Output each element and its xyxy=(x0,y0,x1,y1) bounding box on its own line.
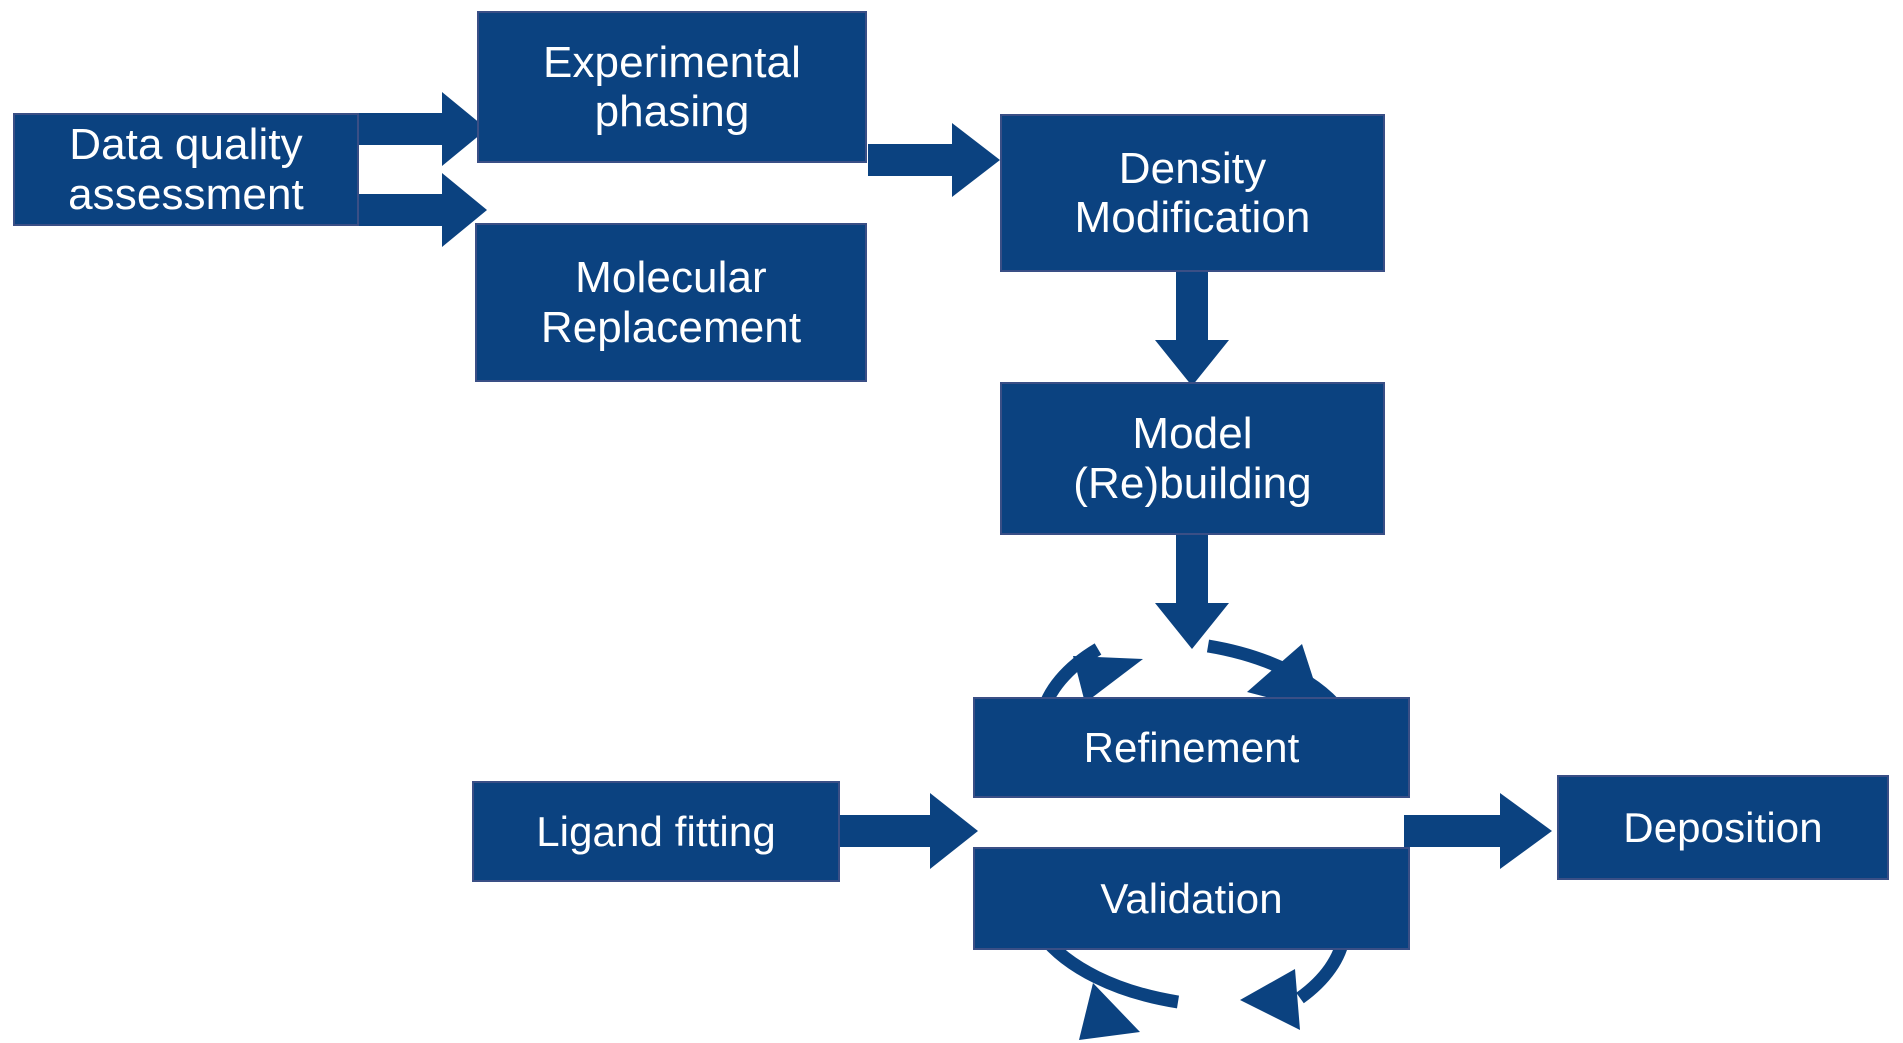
arrow-phasing-to-density xyxy=(868,123,1000,197)
node-density-modification[interactable]: Density Modification xyxy=(1000,114,1385,272)
node-refinement[interactable]: Refinement xyxy=(973,697,1410,798)
node-deposition[interactable]: Deposition xyxy=(1557,775,1889,880)
arrow-data-quality-to-experimental xyxy=(359,92,487,166)
node-molecular-replacement[interactable]: Molecular Replacement xyxy=(475,223,867,382)
node-experimental-phasing[interactable]: Experimental phasing xyxy=(477,11,867,163)
arrow-cycle-to-deposition xyxy=(1404,793,1552,869)
cycle-arrowhead-bottom-left xyxy=(1079,983,1140,1040)
arrow-ligand-to-cycle xyxy=(840,793,978,869)
cycle-arrowhead-bottom-right xyxy=(1240,969,1300,1030)
node-data-quality-assessment[interactable]: Data quality assessment xyxy=(13,113,359,226)
cycle-arrowhead-top-left xyxy=(1073,656,1143,703)
node-model-rebuilding[interactable]: Model (Re)building xyxy=(1000,382,1385,535)
arrow-density-to-model xyxy=(1155,272,1229,386)
node-ligand-fitting[interactable]: Ligand fitting xyxy=(472,781,840,882)
arrow-model-to-cycle xyxy=(1155,535,1229,649)
arrow-data-quality-to-molecular xyxy=(359,173,487,247)
node-validation[interactable]: Validation xyxy=(973,847,1410,950)
